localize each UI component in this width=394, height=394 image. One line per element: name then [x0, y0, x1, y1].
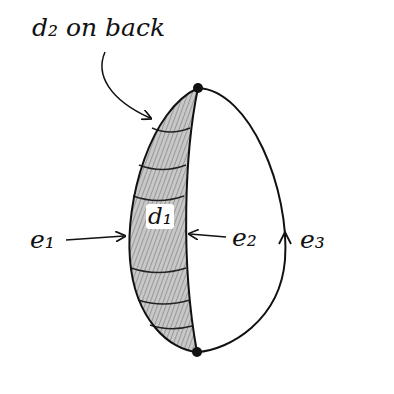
edge-label: e₂ — [230, 224, 259, 252]
note-label: d₂ on back — [30, 14, 167, 42]
edge-label: e₃ — [298, 226, 327, 254]
latitude-arcs — [131, 128, 192, 329]
shaded-disk — [129, 88, 198, 352]
orientation-arrow — [279, 232, 291, 244]
vertex-dot — [193, 83, 203, 93]
edge-curve-e3 — [197, 88, 285, 352]
disk-label: d₁ — [146, 204, 174, 229]
edge-curve-e1 — [129, 88, 198, 352]
edge-curve-e2 — [186, 88, 198, 352]
leader-line — [190, 234, 226, 237]
leader-line — [102, 52, 150, 118]
edge-label: e₁ — [28, 226, 57, 254]
vertex-dot — [192, 347, 202, 357]
leader-line — [66, 236, 124, 240]
